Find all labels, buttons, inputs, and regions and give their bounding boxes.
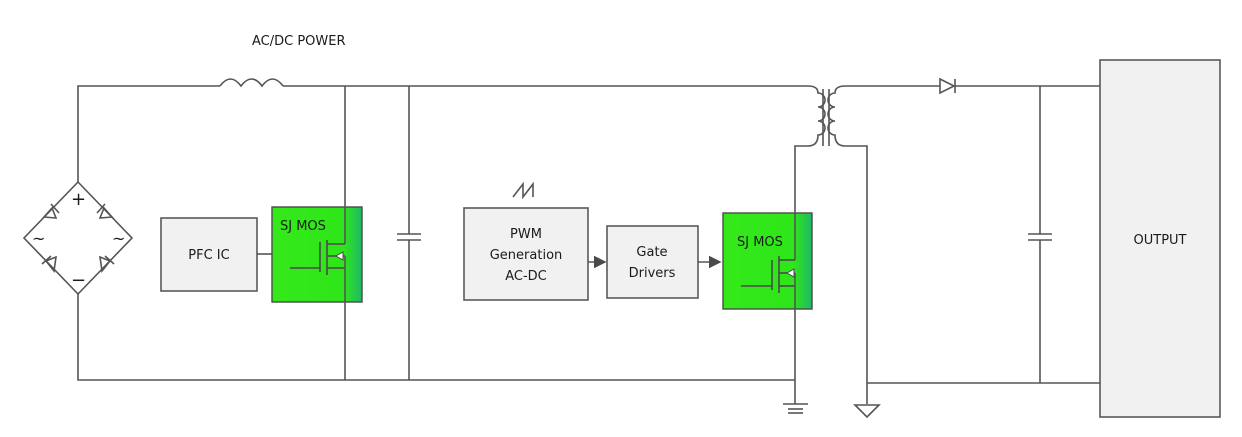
output-block: OUTPUT [1099,59,1221,418]
bottom-rail-input [77,294,795,381]
sj-mos-pfc-label: SJ MOS [280,219,326,234]
gate-drivers-block: Gate Drivers [606,225,699,299]
earth-ground-icon [783,403,808,414]
sj-mos-main-label: SJ MOS [737,235,783,250]
output-label: OUTPUT [1134,233,1187,248]
pwm-label-line3: AC-DC [505,269,547,284]
bulk-capacitor [397,86,421,380]
pfc-ic-label: PFC IC [188,248,229,263]
transformer-icon [807,85,846,147]
mosfet-icon [290,240,345,275]
gate-label-line1: Gate [636,245,667,260]
sj-mos-pfc-block: SJ MOS [271,206,363,303]
pwm-label-line1: PWM [510,227,542,242]
bridge-minus-label: − [71,270,86,291]
diode-icon [99,255,115,273]
pfc-ic-block: PFC IC [160,217,258,292]
bridge-ac-right-label: ~ [112,229,125,248]
sawtooth-icon [512,181,534,200]
inductor-icon [219,78,284,88]
mosfet-icon [741,256,795,293]
pwm-label-line2: Generation [490,248,563,263]
diode-icon [42,203,60,219]
diagram-title: AC/DC POWER [252,34,346,49]
gate-label-line2: Drivers [629,266,676,281]
output-capacitor [1028,86,1052,383]
diode-icon [96,203,114,219]
output-diode-icon [939,77,956,95]
chassis-ground-icon [853,404,881,419]
top-rail-input [77,78,808,182]
bridge-ac-left-label: ~ [32,229,45,248]
diode-icon [41,255,57,273]
sj-mos-main-block: SJ MOS [722,212,813,310]
bridge-rectifier: + − ~ ~ [22,180,134,296]
bridge-plus-label: + [71,189,86,210]
pwm-generation-block: PWM Generation AC-DC [463,207,589,301]
